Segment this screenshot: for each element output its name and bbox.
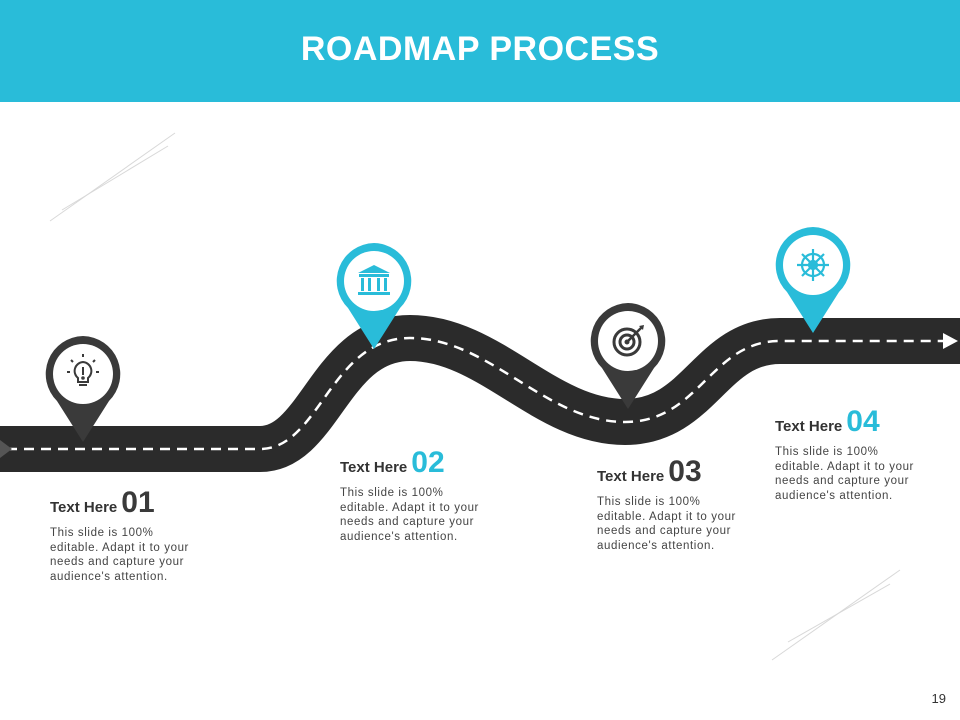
step-label: Text Here	[597, 468, 665, 485]
step-description: This slide is 100% editable. Adapt it to…	[340, 487, 479, 543]
bank-icon	[358, 265, 390, 295]
step-description: This slide is 100% editable. Adapt it to…	[775, 446, 914, 502]
step-label: Text Here	[340, 459, 408, 476]
step-description: This slide is 100% editable. Adapt it to…	[50, 527, 189, 583]
ship-wheel-icon	[797, 249, 829, 281]
step-description: This slide is 100% editable. Adapt it to…	[597, 496, 736, 552]
map-pin-step-2	[334, 241, 414, 351]
step-label: Text Here	[775, 418, 843, 435]
road-center-dashes	[0, 336, 945, 451]
step-number: 02	[411, 446, 445, 479]
map-pin-step-3	[588, 301, 668, 411]
decorative-lines	[49, 132, 901, 661]
target-icon	[612, 325, 644, 357]
map-pin-step-4	[773, 225, 853, 335]
road-start-arrow-icon	[0, 440, 12, 458]
road-end-arrow-icon	[943, 333, 958, 349]
step-number: 01	[121, 486, 155, 519]
map-pin-step-1	[43, 334, 123, 444]
page-number: 19	[931, 691, 946, 706]
step-number: 04	[846, 405, 880, 438]
header-bar	[0, 0, 960, 102]
slide-title: ROADMAP PROCESS	[300, 30, 660, 68]
step-label: Text Here	[50, 499, 118, 516]
step-number: 03	[668, 455, 702, 488]
lightbulb-icon	[67, 354, 99, 386]
